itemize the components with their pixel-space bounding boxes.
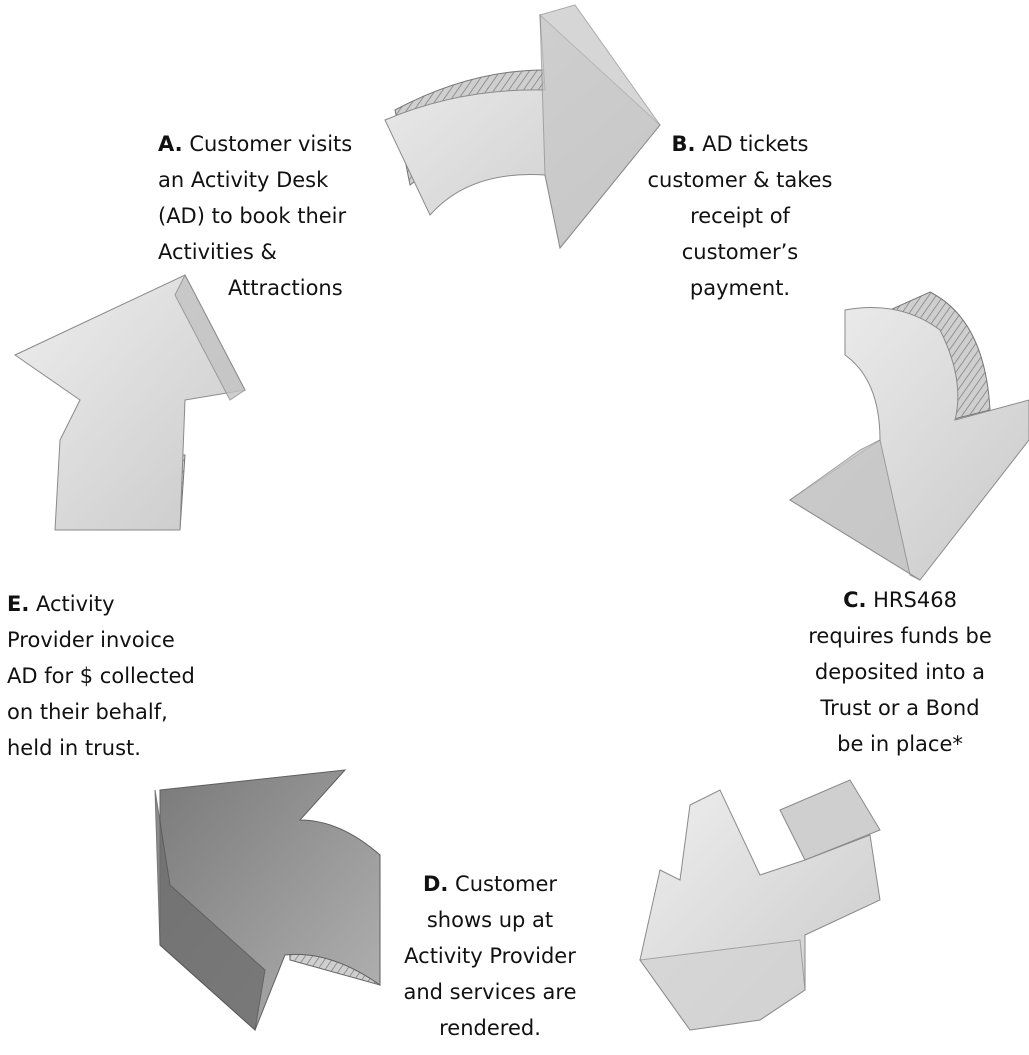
step-e-letter: E. [7, 592, 30, 616]
step-e-line-1: Activity [36, 592, 115, 616]
step-d-line-4: and services are [403, 980, 577, 1004]
step-a-line-2: an Activity Desk [158, 168, 329, 192]
step-b-line-2: customer & takes [647, 168, 833, 192]
step-b-line-5: payment. [689, 276, 791, 300]
step-c-letter: C. [843, 588, 867, 612]
step-e-line-5: held in trust. [7, 736, 141, 760]
step-a-line-5: Attractions [228, 276, 343, 300]
step-a-line-3: (AD) to book their [158, 204, 347, 228]
arrow-e-to-a [14, 273, 246, 531]
arrow-a-to-b [384, 4, 661, 250]
step-d-line-5: rendered. [439, 1016, 541, 1040]
step-e-line-3: AD for $ collected [7, 664, 195, 688]
arrow-c-to-d [639, 779, 881, 1031]
step-a-letter: A. [158, 132, 183, 156]
step-e-line-4: on their behalf, [7, 700, 168, 724]
step-c-line-5: be in place* [837, 732, 963, 756]
step-a-line-4: Activities & [158, 240, 277, 264]
step-a-line-1: Customer visits [189, 132, 353, 156]
step-c-line-3: deposited into a [814, 660, 986, 684]
step-d-line-3: Activity Provider [404, 944, 576, 968]
step-e-line-2: Provider invoice [7, 628, 175, 652]
step-e-text: E. Activity Provider invoice AD for $ co… [7, 586, 237, 766]
step-b-text: B. AD tickets customer & takes receipt o… [625, 126, 855, 306]
step-c-text: C. HRS468 requires funds be deposited in… [785, 582, 1015, 762]
step-d-text: D. Customer shows up at Activity Provide… [375, 866, 605, 1046]
step-d-line-2: shows up at [426, 908, 554, 932]
step-c-line-4: Trust or a Bond [820, 696, 980, 720]
step-d-letter: D. [422, 872, 449, 896]
step-b-line-3: receipt of [690, 204, 790, 228]
step-c-line-2: requires funds be [808, 624, 992, 648]
arrow-d-to-e [154, 769, 381, 1031]
step-d-line-1: Customer [455, 872, 558, 896]
step-b-letter: B. [671, 132, 696, 156]
step-a-text: A. Customer visits an Activity Desk (AD)… [158, 126, 398, 306]
step-b-line-1: AD tickets [702, 132, 809, 156]
arrow-b-to-c [789, 291, 1029, 581]
step-c-line-1: HRS468 [873, 588, 957, 612]
step-b-line-4: customer’s [681, 240, 799, 264]
